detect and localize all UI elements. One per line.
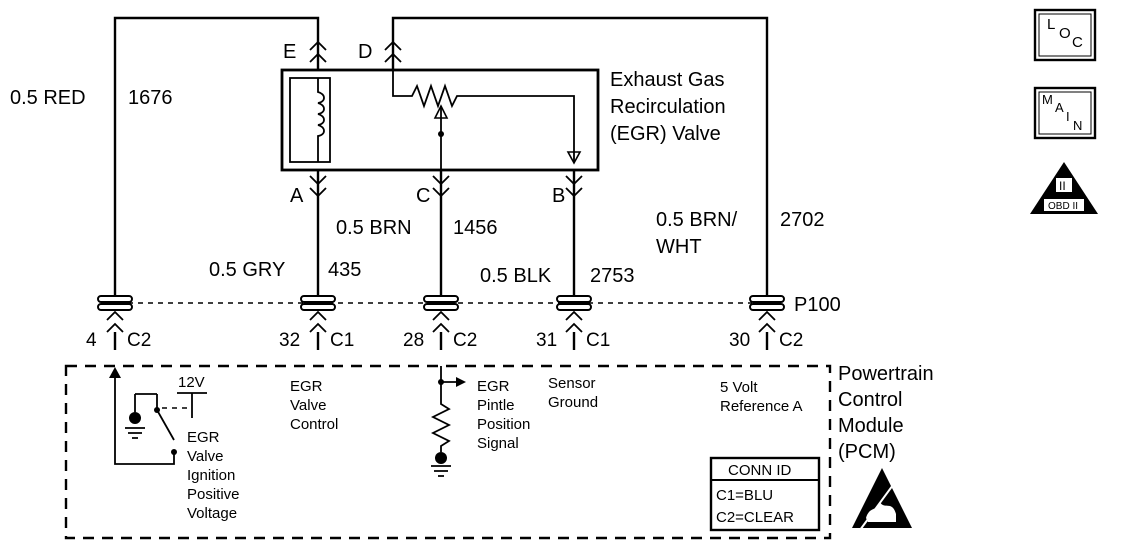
wire-red-1676	[113, 16, 320, 296]
wire-brn-circuit: 1456	[453, 217, 498, 239]
terminal-c-label: C	[416, 185, 430, 207]
conn-id-table: CONN ID C1=BLU C2=CLEAR	[709, 456, 821, 532]
terminal-a-label: A	[290, 185, 304, 207]
driver-ground-node-icon	[129, 412, 141, 424]
sensor-ground-line1: Sensor	[548, 375, 596, 392]
wire-blk-label: 0.5 BLK	[480, 265, 552, 287]
egr-valve-name-line1: Exhaust Gas	[610, 69, 725, 91]
signal-arrow-icon	[456, 377, 466, 387]
connector-pin-28	[423, 295, 459, 333]
connector-pin-30	[749, 295, 785, 333]
ignition-label-line4: Positive	[187, 486, 240, 503]
reference-line1: 5 Volt	[720, 379, 758, 396]
esd-warning-icon	[852, 468, 912, 531]
terminal-b-label: B	[552, 185, 565, 207]
main-icon: M A I N	[1033, 86, 1097, 140]
ignition-label-line2: Valve	[187, 448, 223, 465]
svg-text:M: M	[1042, 92, 1053, 107]
conn-id-row2: C2=CLEAR	[716, 509, 794, 526]
pintle-label-line2: Pintle	[477, 397, 515, 414]
wires	[113, 16, 769, 296]
pin-32-number: 32	[279, 330, 300, 351]
solenoid-coil-icon	[317, 78, 325, 162]
svg-text:L: L	[1047, 16, 1055, 33]
svg-text:OBD II: OBD II	[1048, 201, 1078, 212]
wire-red-label: 0.5 RED	[10, 87, 86, 109]
ground-symbol-icon	[125, 427, 145, 439]
pintle-sensor-circuit	[430, 366, 466, 477]
terminal-e-label: E	[283, 41, 296, 63]
wire-blk-circuit: 2753	[590, 265, 635, 287]
svg-text:II: II	[1059, 179, 1066, 193]
pin-30-number: 30	[729, 330, 750, 351]
valve-control-line2: Valve	[290, 397, 326, 414]
egr-valve-body	[280, 68, 600, 172]
svg-text:I: I	[1066, 109, 1070, 124]
wire-brnwht-circuit: 2702	[780, 209, 825, 231]
obd-ii-icon: II OBD II	[1030, 162, 1098, 214]
pin-31-connector: C1	[586, 330, 610, 351]
pin-4-number: 4	[86, 330, 97, 351]
wire-brnwht-label-line1: 0.5 BRN/	[656, 209, 738, 231]
p100-connectors	[97, 295, 785, 333]
pcm-name-line1: Powertrain	[838, 363, 934, 385]
pin-28-connector: C2	[453, 330, 477, 351]
reference-line2: Reference A	[720, 398, 803, 415]
connector-pin-31	[556, 295, 592, 333]
wire-brnwht-label-line2: WHT	[656, 236, 702, 258]
sensor-ground-line2: Ground	[548, 394, 598, 411]
pin4-arrow-icon	[109, 367, 121, 378]
potentiometer-arrow-icon	[566, 151, 582, 165]
wiper-arrow-icon	[433, 104, 449, 119]
connector-pin-32	[300, 295, 336, 333]
pcm-name-line2: Control	[838, 389, 902, 411]
connector-pin-4	[97, 295, 133, 333]
ignition-label-line5: Voltage	[187, 505, 237, 522]
solenoid-frame	[289, 77, 331, 163]
conn-id-title: CONN ID	[728, 462, 792, 479]
wire-brnwht-2702	[391, 16, 769, 296]
wire-brn-label: 0.5 BRN	[336, 217, 412, 239]
terminal-d-label: D	[358, 41, 372, 63]
pin-32-connector: C1	[330, 330, 354, 351]
pintle-label-line3: Position	[477, 416, 530, 433]
pin-30-connector: C2	[779, 330, 803, 351]
ignition-label-line3: Ignition	[187, 467, 235, 484]
12v-rail	[177, 392, 207, 418]
svg-text:A: A	[1055, 100, 1064, 115]
ignition-driver-circuit: 12V	[109, 367, 207, 465]
valve-control-line1: EGR	[290, 378, 323, 395]
egr-valve-name-line3: (EGR) Valve	[610, 123, 721, 145]
pcm-name-line4: (PCM)	[838, 441, 896, 463]
pintle-label-line4: Signal	[477, 435, 519, 452]
conn-id-row1: C1=BLU	[716, 487, 773, 504]
svg-text:N: N	[1073, 118, 1082, 133]
svg-text:C: C	[1072, 34, 1083, 51]
pcm-name-line3: Module	[838, 415, 904, 437]
pcm-module-boundary	[64, 364, 832, 540]
pin-31-number: 31	[536, 330, 557, 351]
potentiometer-icon	[392, 60, 575, 162]
pintle-label-line1: EGR	[477, 378, 510, 395]
connector-ref-label: P100	[794, 294, 841, 316]
valve-control-line3: Control	[290, 416, 338, 433]
pull-up-resistor-icon	[430, 398, 452, 452]
pin-28-number: 28	[403, 330, 424, 351]
egr-valve: Exhaust Gas Recirculation (EGR) Valve	[280, 60, 726, 172]
loc-icon: L O C	[1033, 8, 1097, 62]
wire-red-circuit: 1676	[128, 87, 173, 109]
wire-gry-label: 0.5 GRY	[209, 259, 285, 281]
pcm-entry-stubs	[113, 332, 769, 350]
wire-gry-circuit: 435	[328, 259, 361, 281]
pin-4-connector: C2	[127, 330, 151, 351]
voltage-12v-label: 12V	[178, 374, 205, 391]
egr-valve-name-line2: Recirculation	[610, 96, 726, 118]
svg-text:O: O	[1059, 25, 1071, 42]
ignition-label-line1: EGR	[187, 429, 220, 446]
pintle-ground-icon	[431, 465, 451, 477]
wiper-node	[438, 131, 444, 137]
